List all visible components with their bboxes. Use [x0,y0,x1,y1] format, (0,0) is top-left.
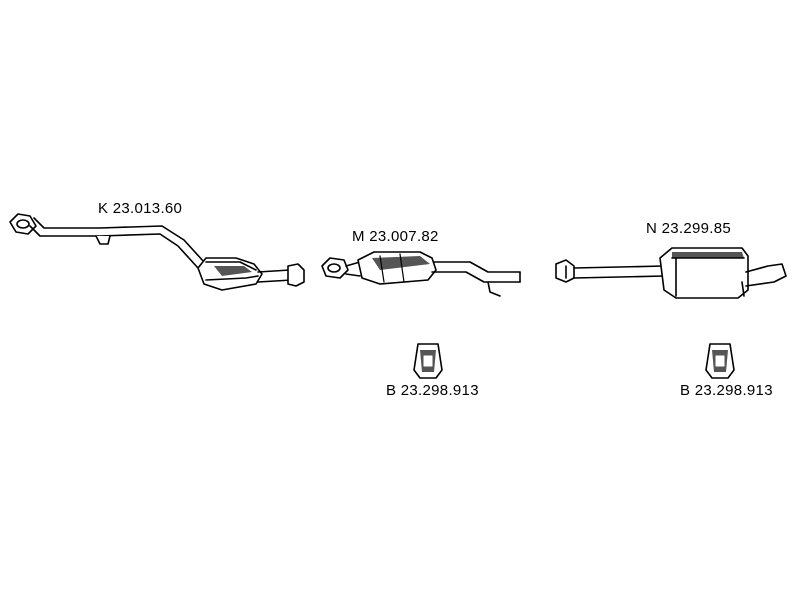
middle-silencer-code: M 23.007.82 [352,228,439,245]
mount-left-part[interactable] [413,343,443,379]
outlet-flange [287,263,305,287]
converter-outlet [257,269,293,283]
converter-detail [205,261,259,281]
front-flange [9,213,37,235]
tail-pipe [745,263,787,287]
flange-hole [16,219,30,229]
mount-right-code: B 23.298.913 [680,382,773,399]
rear-hanger [741,281,745,297]
rear-silencer-body [659,247,749,299]
pipe-bracket [95,235,111,245]
rear-shade [672,252,744,258]
mount-left-code: B 23.298.913 [386,382,479,399]
rear-pipe [573,265,665,279]
middle-flange [321,257,349,279]
middle-flange-hole [327,263,341,273]
middle-inlet [345,261,361,277]
catalytic-converter-code: K 23.013.60 [98,200,183,217]
rear-inlet-clamp [555,259,575,283]
rear-silencer-code: N 23.299.85 [646,220,732,237]
front-pipe [29,217,205,269]
middle-outlet-pipe [431,261,521,283]
middle-silencer-part[interactable] [321,251,521,297]
middle-seams [379,253,405,283]
middle-hanger [487,281,501,297]
catalytic-converter-part[interactable] [9,213,305,291]
converter-shade [214,266,252,276]
rear-silencer-part[interactable] [555,247,787,299]
middle-silencer-body [357,251,437,285]
mount-right-part[interactable] [705,343,735,379]
rear-edges [671,257,745,297]
